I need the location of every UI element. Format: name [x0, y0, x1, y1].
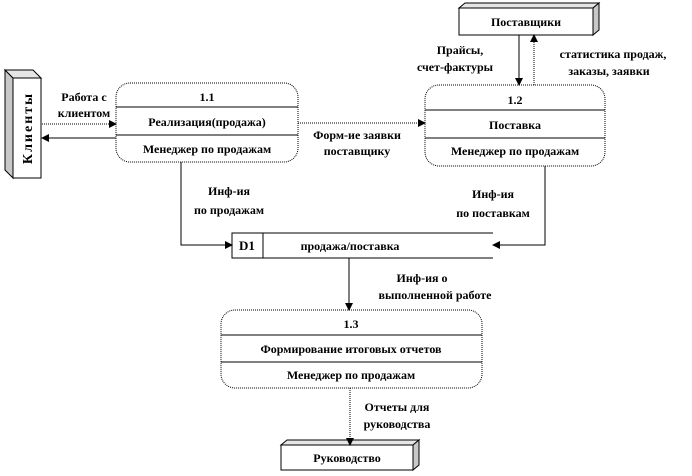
flow-label: Инф-ия	[472, 187, 514, 201]
entity-clients[interactable]: Клиенты	[3, 68, 43, 180]
flow-label: выполненной работе	[379, 288, 493, 302]
process-1-1[interactable]: 1.1 Реализация(продажа) Менеджер по прод…	[115, 82, 299, 163]
flow-label: Инф-ия	[208, 184, 250, 198]
store-id: D1	[239, 238, 255, 253]
flow-client-to-1-1: Работа с клиентом	[41, 90, 117, 142]
flow-1-2-to-d1: Инф-ия по поставкам	[456, 166, 546, 249]
process-1-2[interactable]: 1.2 Поставка Менеджер по продажам	[424, 84, 606, 167]
flow-label: статистика продаж,	[560, 47, 667, 61]
process-actor: Менеджер по продажам	[287, 368, 415, 382]
flow-label: счет-фактуры	[417, 60, 494, 74]
flow-label: руководства	[364, 417, 431, 431]
flow-1-1-to-1-2: Форм-ие заявки поставщику	[298, 119, 426, 158]
flow-label: Прайсы,	[437, 43, 484, 57]
entity-management-label: Руководство	[313, 451, 381, 465]
flow-label: Инф-ия о	[397, 271, 448, 285]
flow-label: поставщику	[324, 144, 391, 158]
flow-label: Отчеты для	[365, 400, 430, 414]
process-name: Формирование итоговых отчетов	[261, 342, 443, 356]
data-store-d1[interactable]: D1 продажа/поставка	[231, 232, 493, 259]
process-actor: Менеджер по продажам	[451, 144, 579, 158]
process-actor: Менеджер по продажам	[143, 142, 271, 156]
entity-management[interactable]: Руководство	[279, 438, 421, 472]
process-name: Реализация(продажа)	[148, 115, 265, 129]
process-1-3[interactable]: 1.3 Формирование итоговых отчетов Менедж…	[220, 309, 483, 389]
flow-1-1-to-d1: Инф-ия по продажам	[180, 162, 264, 249]
flow-label: заказы, заявки	[568, 64, 649, 78]
flow-label: клиентом	[58, 106, 110, 120]
flow-label: Работа с	[61, 90, 107, 104]
flow-label: по поставкам	[456, 206, 530, 220]
flow-suppliers-1-2: Прайсы, счет-фактуры статистика продаж, …	[417, 34, 667, 86]
flow-label: по продажам	[194, 203, 264, 217]
flow-label: Форм-ие заявки	[313, 128, 401, 142]
flow-d1-to-1-3: Инф-ия о выполненной работе	[345, 258, 493, 311]
entity-suppliers[interactable]: Поставщики	[457, 1, 601, 37]
entity-clients-label: Клиенты	[21, 92, 36, 164]
entity-suppliers-label: Поставщики	[491, 15, 561, 29]
process-id: 1.2	[508, 93, 523, 107]
process-id: 1.3	[344, 317, 359, 331]
process-name: Поставка	[489, 118, 541, 132]
flow-1-3-to-management: Отчеты для руководства	[346, 388, 431, 446]
process-id: 1.1	[200, 90, 215, 104]
store-name: продажа/поставка	[301, 239, 400, 253]
